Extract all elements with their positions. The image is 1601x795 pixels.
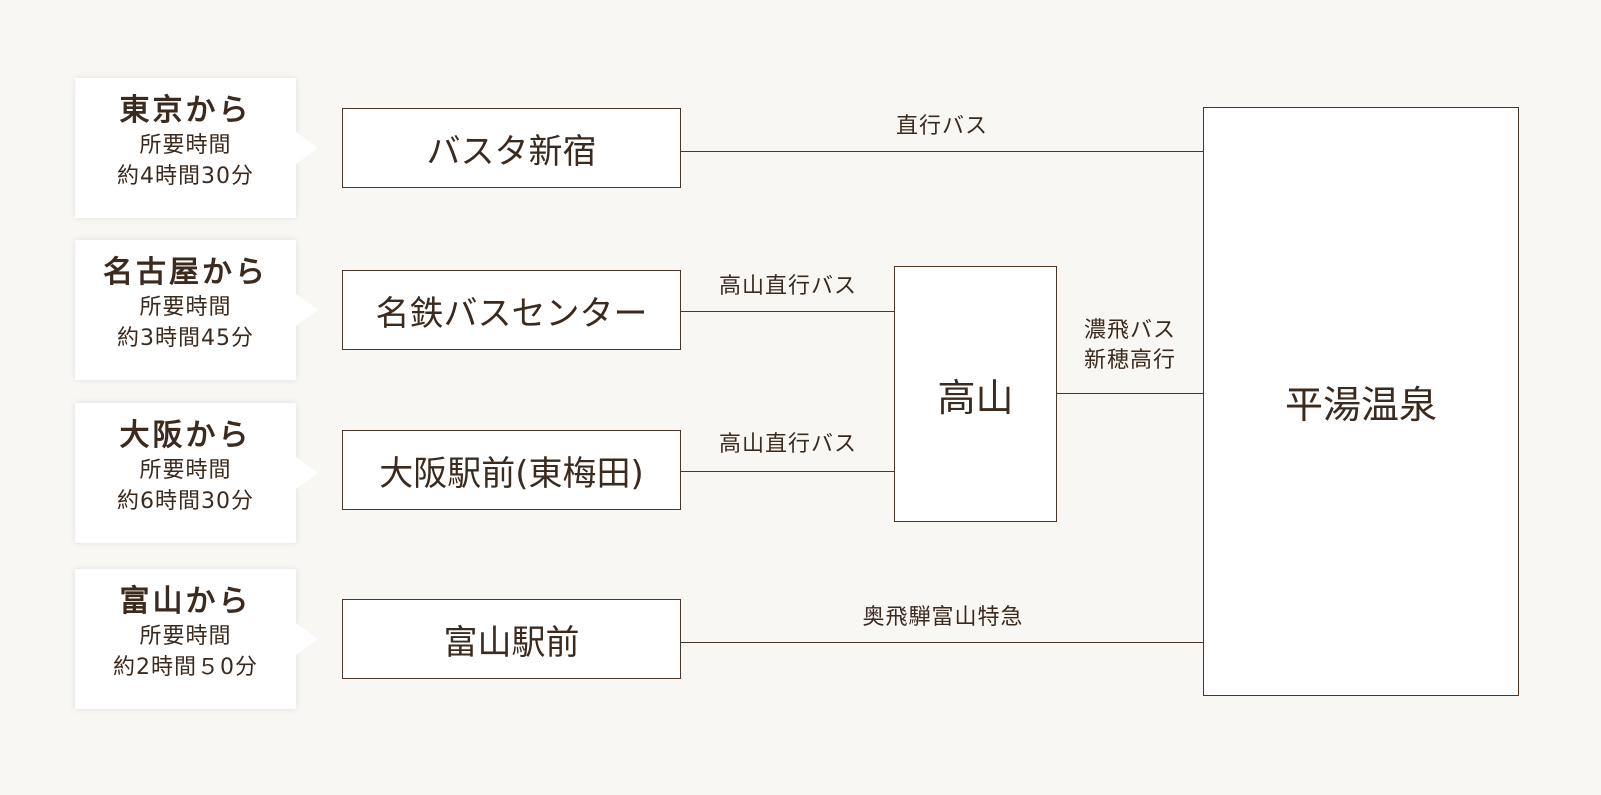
travel-time-value: 約2時間５0分 [113,655,258,680]
route-label-hub: 濃飛バス 新穂高行 [1062,316,1198,376]
origin-city: 富山から [119,584,252,619]
station-toyama-ekimae: 富山駅前 [342,599,681,679]
station-busta-shinjuku: バスタ新宿 [342,108,681,188]
connector-line [681,151,1203,152]
route-label-nagoya: 高山直行バス [700,272,876,302]
route-text: 高山直行バス [718,274,857,299]
origin-card-osaka: 大阪から 所要時間 約6時間30分 [75,403,318,543]
destination-hirayu-onsen: 平湯温泉 [1203,107,1519,696]
origin-card-tokyo: 東京から 所要時間 約4時間30分 [75,78,318,218]
route-label-osaka: 高山直行バス [700,430,876,460]
pointer-arrow [296,457,318,489]
origin-card-nagoya: 名古屋から 所要時間 約3時間45分 [75,240,318,380]
origin-city: 名古屋から [103,255,268,290]
origin-card-toyama: 富山から 所要時間 約2時間５0分 [75,569,318,709]
pointer-arrow [296,132,318,164]
route-text: 奥飛騨富山特急 [862,605,1024,630]
travel-time-label: 所要時間 [139,133,232,158]
hub-takayama: 高山 [894,266,1057,522]
route-text: 高山直行バス [718,432,857,457]
connector-line [681,471,894,472]
route-text: 濃飛バス [1083,318,1176,343]
travel-time-label: 所要時間 [139,458,232,483]
travel-time-value: 約4時間30分 [117,164,254,189]
route-text: 直行バス [895,114,988,139]
route-text: 新穂高行 [1083,348,1176,373]
pointer-arrow [296,294,318,326]
connector-line [681,642,1203,643]
origin-city: 東京から [119,93,252,128]
connector-line [1057,393,1203,394]
travel-time-label: 所要時間 [139,624,232,649]
station-meitetsu-bus-center: 名鉄バスセンター [342,270,681,350]
travel-time-label: 所要時間 [139,295,232,320]
station-osaka-ekimae: 大阪駅前(東梅田) [342,430,681,510]
pointer-arrow [296,623,318,655]
travel-time-value: 約6時間30分 [117,489,254,514]
connector-line [681,311,894,312]
origin-city: 大阪から [119,418,252,453]
travel-time-value: 約3時間45分 [117,326,254,351]
route-label-toyama: 奥飛騨富山特急 [835,603,1051,633]
route-label-tokyo: 直行バス [882,112,1002,142]
